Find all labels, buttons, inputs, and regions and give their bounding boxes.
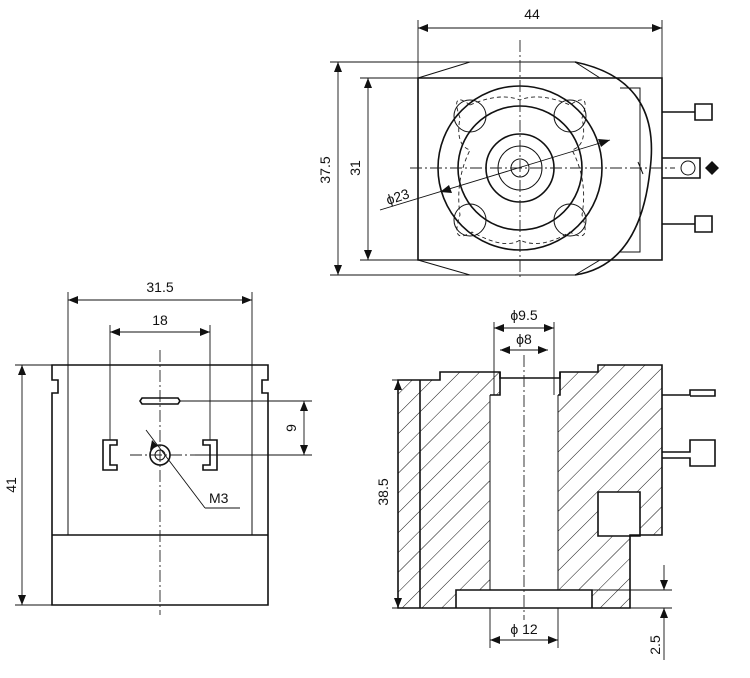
- top-view: 44 37.5 31 ϕ23: [317, 6, 719, 280]
- dim-37-5: 37.5: [317, 156, 333, 183]
- dim-2-5: 2.5: [647, 635, 663, 655]
- dim-41: 41: [3, 477, 19, 493]
- dim-31-5: 31.5: [146, 279, 173, 295]
- dim-31: 31: [347, 160, 363, 176]
- dim-18: 18: [152, 312, 168, 328]
- dim-m3: M3: [209, 490, 229, 506]
- dim-phi-9-5: ϕ9.5: [510, 307, 538, 323]
- dim-phi-12: ϕ 12: [510, 621, 538, 637]
- dim-phi-23: ϕ23: [384, 185, 411, 208]
- front-view: M3 31.5 18 41 9: [3, 279, 312, 615]
- dim-phi-8: ϕ8: [516, 331, 532, 347]
- section-view: ϕ9.5 ϕ8 38.5 ϕ 12 2.5: [375, 307, 716, 660]
- dim-9: 9: [283, 424, 299, 432]
- dim-44: 44: [524, 6, 540, 22]
- dim-38-5: 38.5: [375, 478, 391, 505]
